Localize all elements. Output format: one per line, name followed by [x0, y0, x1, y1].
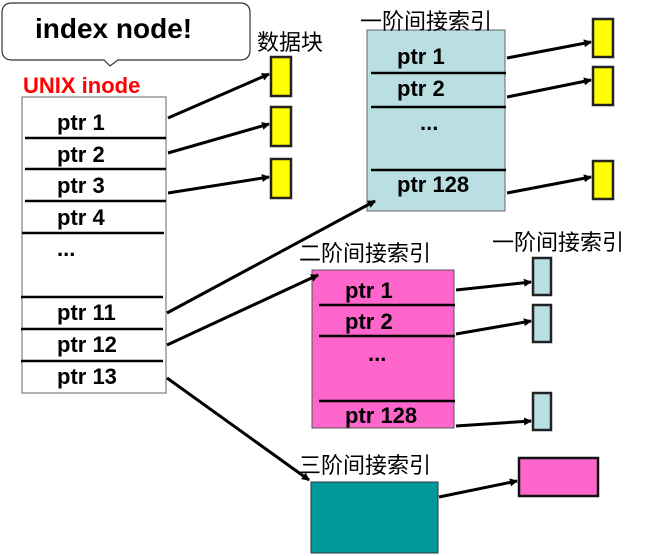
arrow-single-ptr2: [506, 77, 592, 99]
callout-text: index node!: [35, 13, 193, 44]
arrow-single-ptr1: [506, 39, 592, 60]
arrow-ptr1-to-block: [167, 72, 270, 120]
single-indirect-label: 一阶间接索引: [360, 10, 493, 35]
single-indirect-mini-block: [531, 256, 553, 297]
inode-entry: ptr 11: [57, 300, 116, 325]
inode-box: [21, 96, 167, 394]
single-indirect-dividers: [371, 71, 506, 172]
single-indirect-entry: ptr 2: [397, 76, 445, 101]
arrow-double-ptr2: [455, 318, 532, 336]
arrow-ptr3-to-block: [167, 174, 270, 195]
arrow-ptr2-to-block: [167, 122, 270, 155]
triple-indirect-block: [310, 481, 439, 554]
inode-entry: ptr 12: [57, 332, 117, 357]
inode-title: UNIX inode: [23, 73, 141, 98]
arrow-double-ptr1: [455, 278, 532, 292]
inode-entry: ...: [57, 236, 76, 261]
data-block: [591, 65, 615, 107]
arrow-double-ptr128: [455, 417, 532, 428]
arrow-ptr11-to-single: [166, 199, 376, 315]
double-indirect-dividers: [319, 303, 455, 403]
triple-indirect-label: 三阶间接索引: [299, 454, 432, 479]
double-indirect-entry: ...: [368, 341, 387, 366]
single-indirect-right-label: 一阶间接索引: [492, 231, 625, 256]
single-indirect-block: [366, 29, 506, 212]
data-blocks-label: 数据块: [257, 31, 324, 56]
pointer-arrows: [166, 39, 592, 499]
double-indirect-entry: ptr 2: [345, 309, 393, 334]
arrow-triple-to-double: [438, 478, 518, 499]
data-block: [591, 17, 615, 59]
single-indirect-entry: ptr 128: [397, 172, 470, 197]
arrow-ptr13-to-triple: [166, 376, 310, 482]
single-indirect-mini-block: [531, 303, 553, 344]
double-indirect-mini-block: [517, 456, 600, 498]
double-indirect-label: 二阶间接索引: [299, 242, 432, 267]
double-indirect-entry: ptr 128: [345, 403, 418, 428]
data-block: [591, 159, 615, 201]
single-indirect-mini-block: [531, 391, 553, 432]
inode-entry: ptr 13: [57, 364, 117, 389]
single-indirect-entry: ptr 1: [397, 44, 445, 69]
data-block: [269, 55, 293, 98]
inode-dividers: [21, 136, 166, 363]
data-block: [269, 157, 293, 200]
inode-entry: ptr 2: [57, 142, 105, 167]
single-indirect-entry: ...: [420, 110, 439, 135]
arrow-ptr12-to-double: [166, 273, 319, 347]
callout-bubble: [1, 2, 251, 67]
double-indirect-entry: ptr 1: [345, 278, 393, 303]
data-block: [269, 105, 293, 148]
arrow-single-ptr128: [506, 174, 592, 195]
inode-entry: ptr 4: [57, 205, 105, 230]
inode-entry: ptr 3: [57, 173, 105, 198]
inode-entry: ptr 1: [57, 110, 105, 135]
